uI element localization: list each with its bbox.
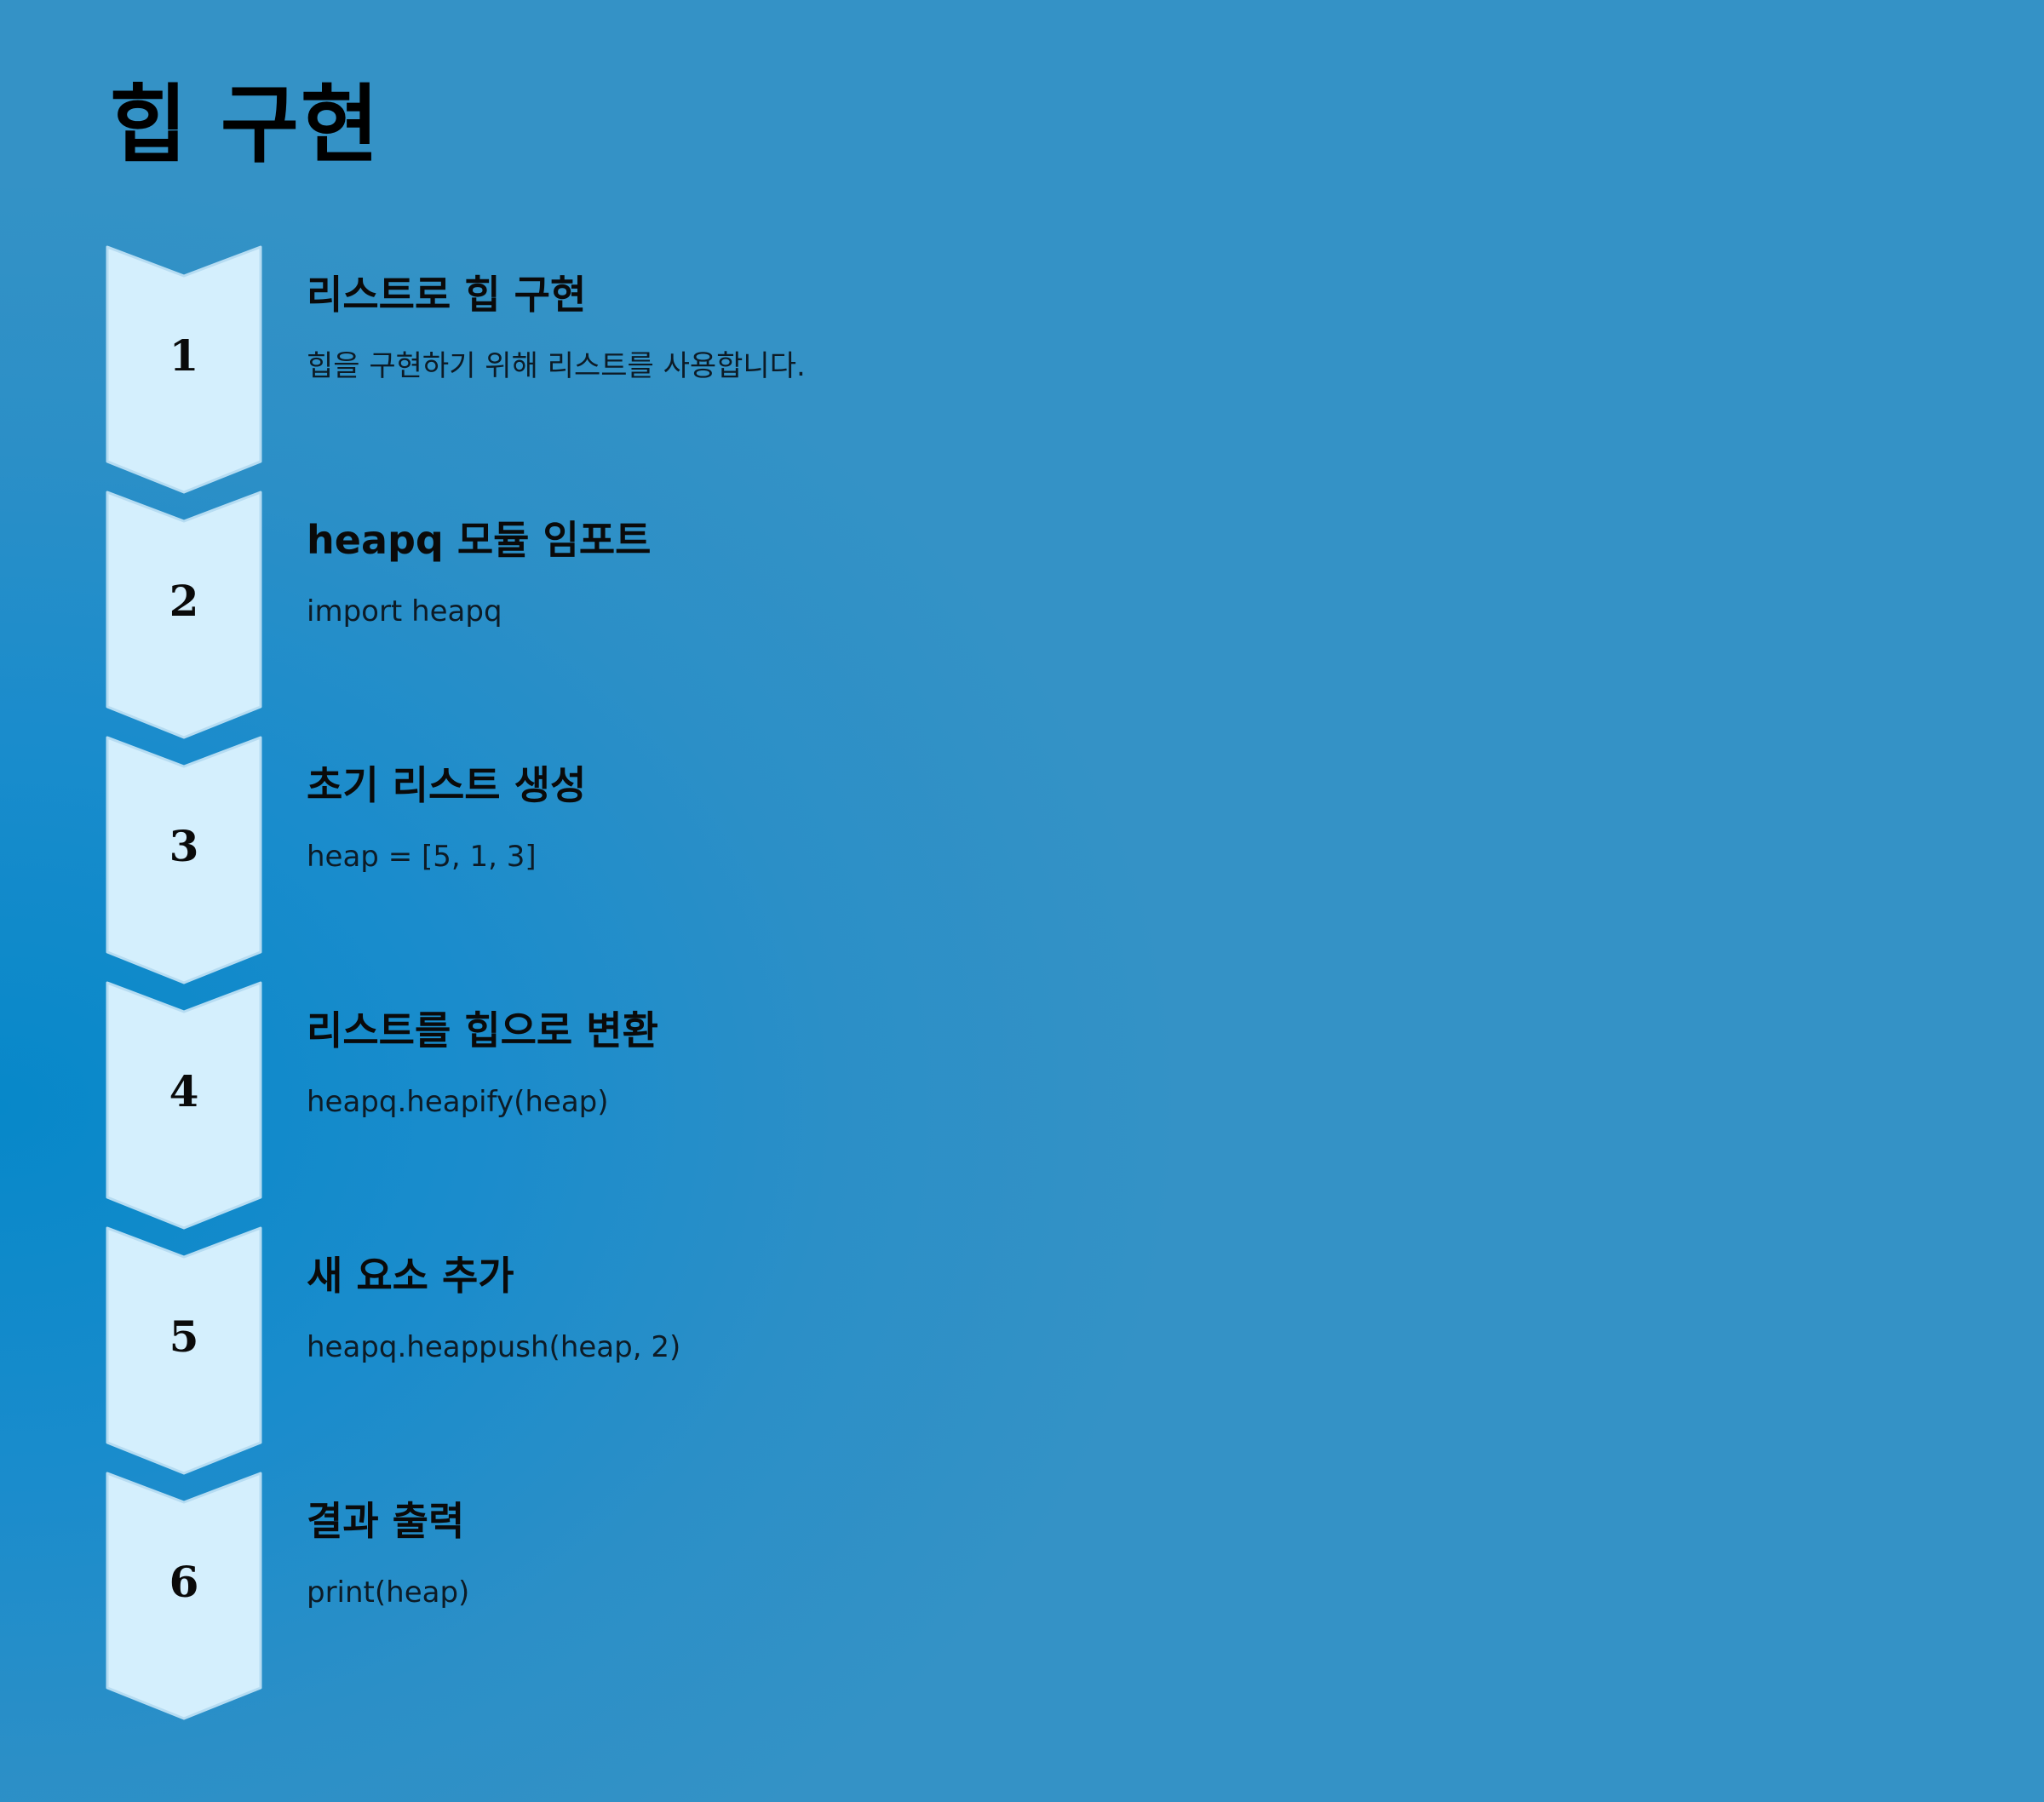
step-description: print(heap) — [307, 1575, 470, 1610]
step-description: import heapq — [307, 594, 502, 628]
step-number: 5 — [169, 1311, 199, 1362]
chevron-down-icon — [106, 1472, 262, 1720]
step-item-4: 4 리스트를 힙으로 변환 heapq.heapify(heap) — [0, 981, 2044, 1230]
step-description: heap = [5, 1, 3] — [307, 840, 537, 874]
step-title: 리스트를 힙으로 변환 — [307, 1007, 658, 1053]
step-item-1: 1 리스트로 힙 구현 힙을 구현하기 위해 리스트를 사용합니다. — [0, 245, 2044, 494]
step-number: 2 — [169, 576, 199, 626]
step-number: 6 — [169, 1557, 199, 1607]
chevron-down-icon — [106, 245, 262, 494]
step-item-6: 6 결과 출력 print(heap) — [0, 1472, 2044, 1720]
step-title: 새 요소 추가 — [307, 1253, 514, 1299]
step-title: heapq 모듈 임포트 — [307, 517, 652, 563]
step-description: heapq.heapify(heap) — [307, 1085, 609, 1119]
step-item-5: 5 새 요소 추가 heapq.heappush(heap, 2) — [0, 1226, 2044, 1475]
chevron-down-icon — [106, 736, 262, 984]
step-title: 리스트로 힙 구현 — [307, 272, 587, 318]
step-number: 1 — [169, 330, 199, 381]
chevron-down-icon — [106, 1226, 262, 1475]
chevron-down-icon — [106, 981, 262, 1230]
step-item-2: 2 heapq 모듈 임포트 import heapq — [0, 491, 2044, 739]
step-description: heapq.heappush(heap, 2) — [307, 1330, 681, 1364]
step-title: 결과 출력 — [307, 1498, 465, 1544]
chevron-down-icon — [106, 491, 262, 739]
step-item-3: 3 초기 리스트 생성 heap = [5, 1, 3] — [0, 736, 2044, 984]
step-number: 3 — [169, 821, 199, 871]
step-title: 초기 리스트 생성 — [307, 762, 587, 808]
step-number: 4 — [169, 1066, 199, 1116]
page-title: 힙 구현 — [109, 75, 381, 175]
step-description: 힙을 구현하기 위해 리스트를 사용합니다. — [307, 349, 806, 383]
